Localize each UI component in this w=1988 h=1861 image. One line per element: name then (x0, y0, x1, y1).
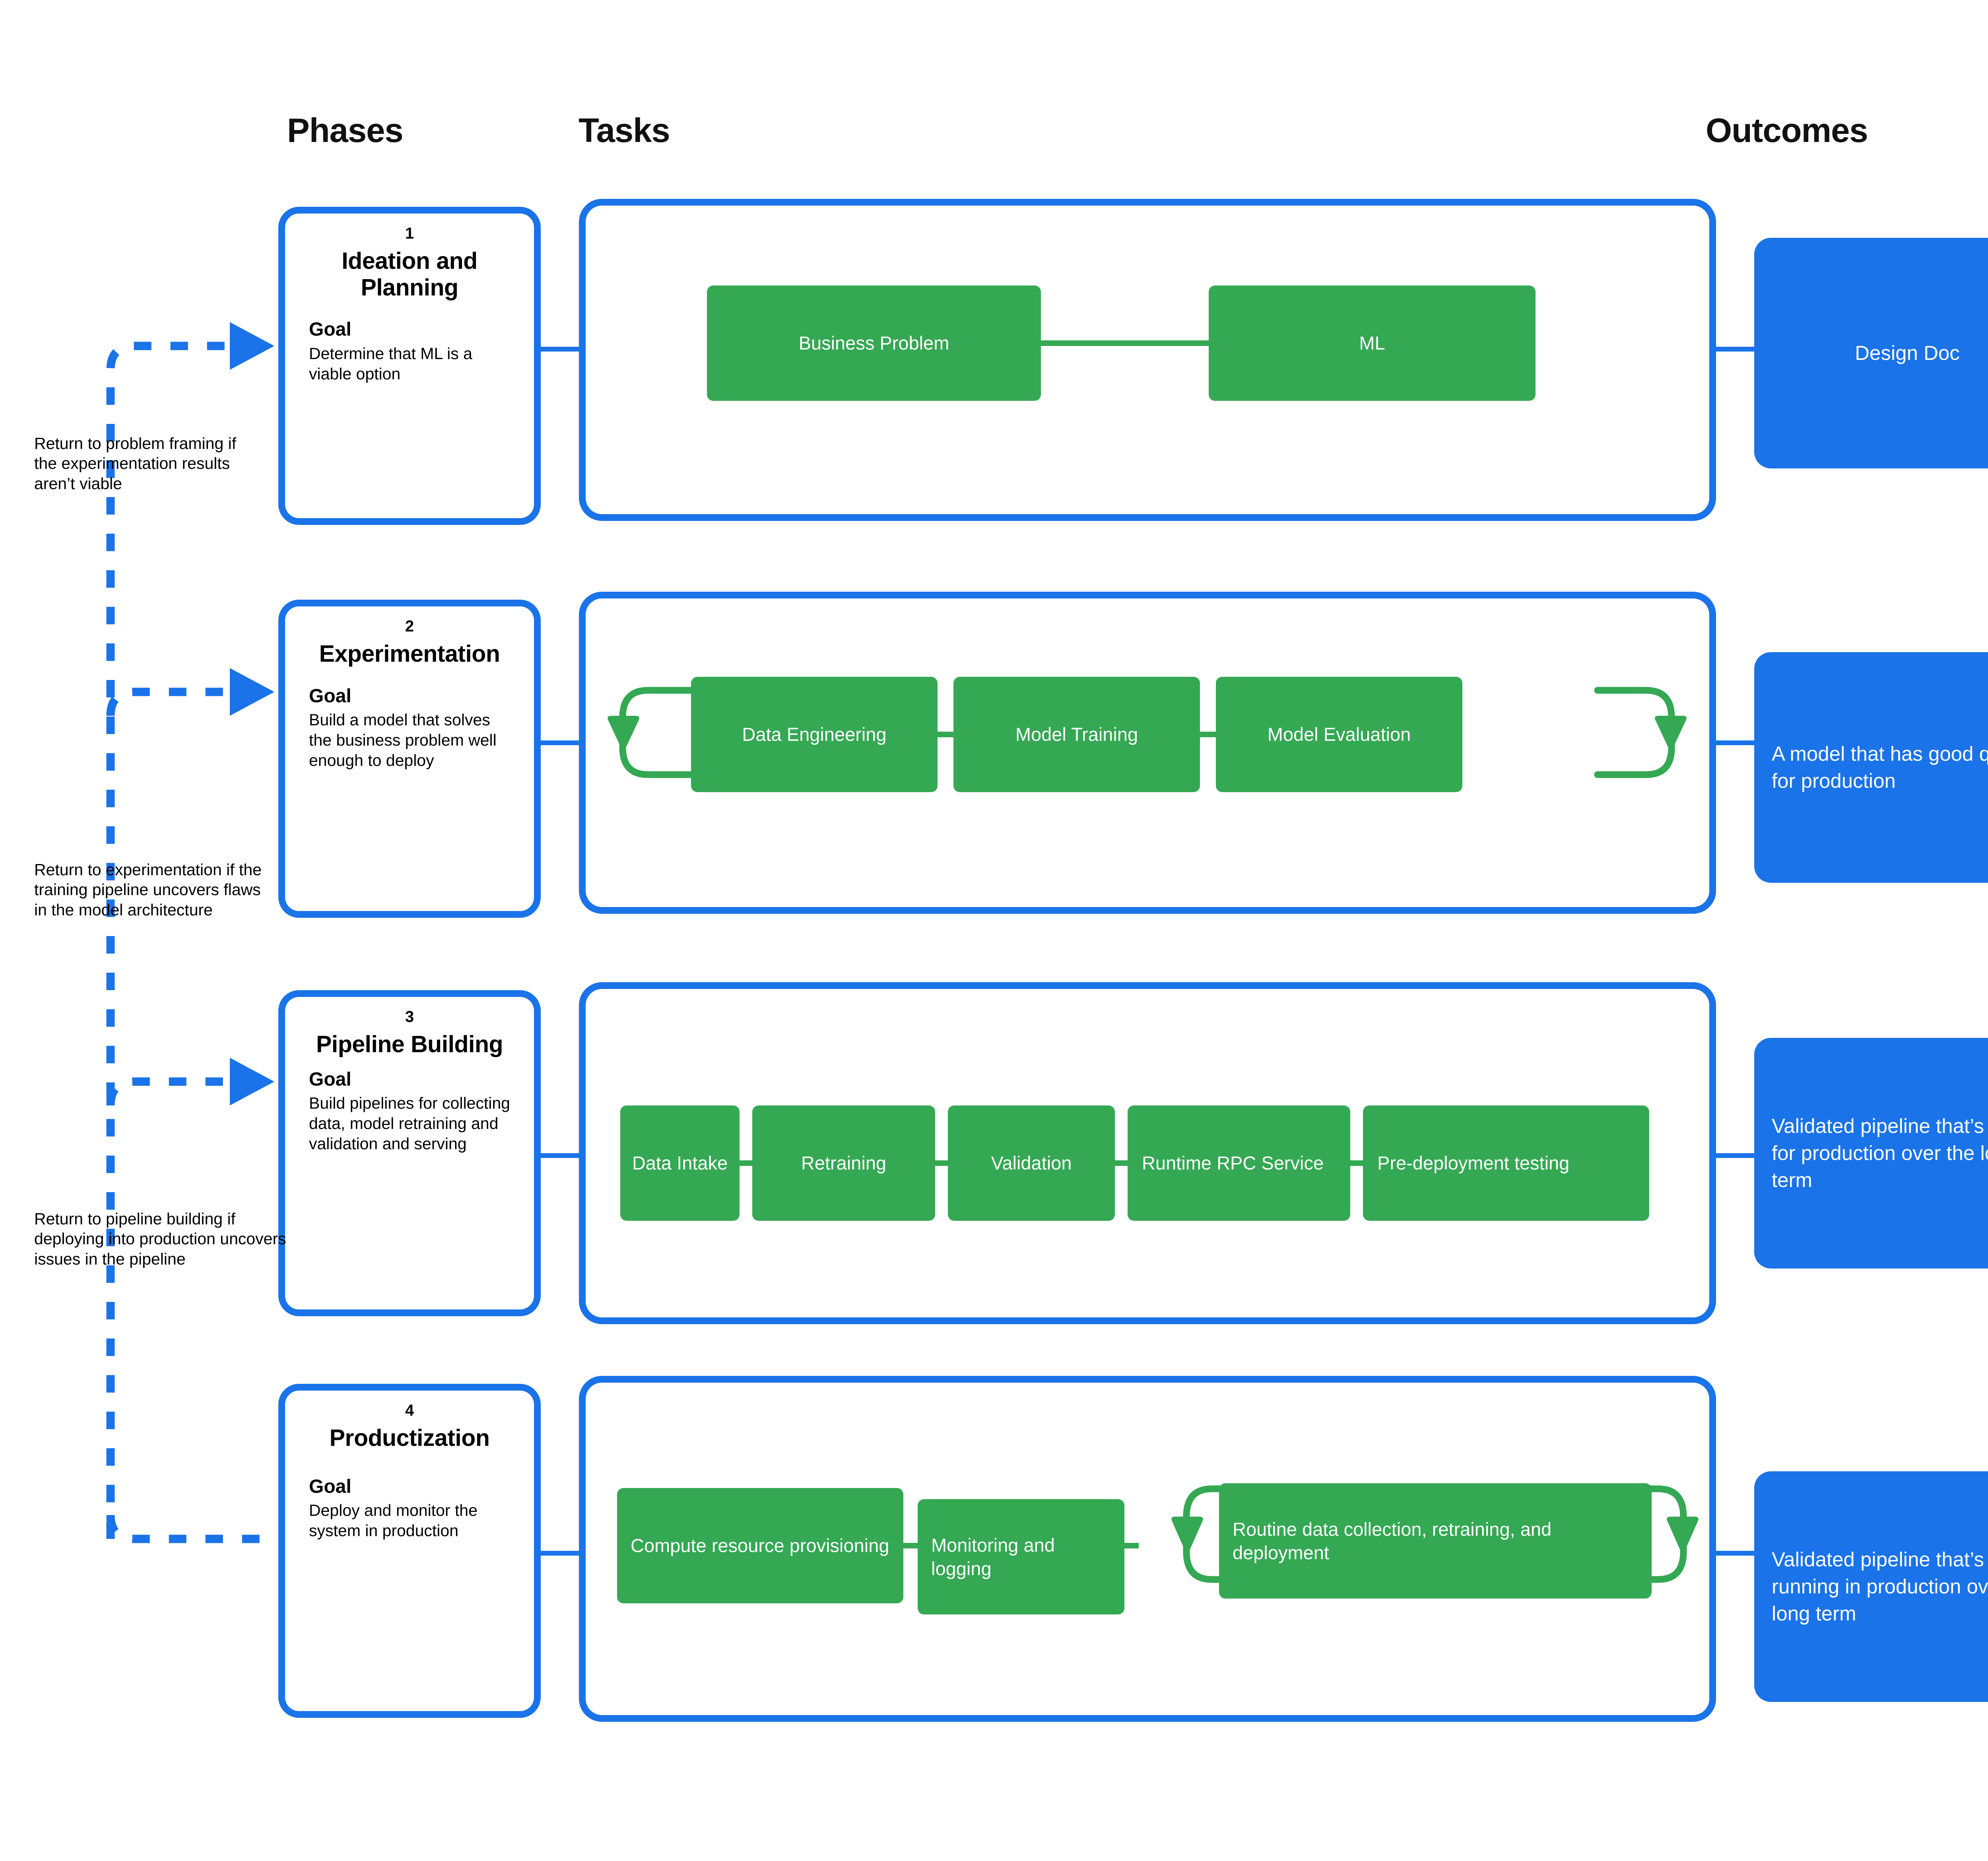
connector-phase3-tasks3 (541, 1153, 580, 1158)
connector-phase2-tasks2 (541, 740, 580, 745)
connector-intake-retraining (740, 1160, 752, 1166)
phase-card-4[interactable]: 4 Productization Goal Deploy and monitor… (278, 1384, 541, 1718)
feedback-arrows-left (106, 322, 278, 1543)
phase-card-3[interactable]: 3 Pipeline Building Goal Build pipelines… (278, 990, 541, 1316)
goal-label-2: Goal (309, 685, 351, 707)
task-box-runtime-rpc-service[interactable]: Runtime RPC Service (1128, 1105, 1350, 1221)
connector-tasks1-outcome1 (1716, 347, 1760, 352)
phase-title-1: Ideation and Planning (342, 248, 478, 301)
connector-phase1-tasks1 (541, 347, 580, 352)
phase-title-3: Pipeline Building (316, 1031, 503, 1057)
task-box-validation[interactable]: Validation (948, 1105, 1115, 1221)
task-box-compute-resource-provisioning[interactable]: Compute resource provisioning (617, 1488, 903, 1603)
connector-tasks3-outcome3 (1716, 1153, 1760, 1158)
column-header-phases: Phases (287, 112, 404, 150)
phase-number-3: 3 (405, 1008, 414, 1026)
loop-arrow-left-row4 (1171, 1485, 1264, 1583)
loop-arrow-left-row2 (608, 687, 700, 778)
outcome-box-4[interactable]: Validated pipeline that’s running in pro… (1754, 1471, 1988, 1702)
goal-text-2: Build a model that solves the business p… (309, 711, 497, 769)
connector-mt-me (1200, 732, 1216, 737)
connector-business-problem-ml (1041, 340, 1209, 346)
goal-label-4: Goal (309, 1476, 351, 1497)
connector-rpc-predeploy (1350, 1160, 1363, 1166)
task-box-monitoring-and-logging[interactable]: Monitoring and logging (918, 1499, 1124, 1614)
phase-number-1: 1 (405, 225, 414, 242)
phase-title-2: Experimentation (319, 641, 500, 667)
loop-arrow-right-row4 (1606, 1485, 1699, 1583)
goal-text-3: Build pipelines for collecting data, mod… (309, 1094, 510, 1153)
outcome-box-2[interactable]: A model that has good quality for produc… (1754, 652, 1988, 883)
connector-validation-rpc (1115, 1160, 1128, 1166)
feedback-note-left-3: Return to pipeline building if deploying… (34, 1210, 286, 1268)
goal-text-1: Determine that ML is a viable option (309, 344, 472, 383)
connector-compute-monitoring (903, 1543, 918, 1548)
connector-de-mt (938, 732, 953, 737)
phase-goal-block-2: Goal Build a model that solves the busin… (303, 685, 516, 771)
feedback-note-left-1: Return to problem framing if the experim… (34, 434, 237, 493)
connector-retraining-validation (935, 1160, 948, 1166)
task-box-pre-deployment-testing[interactable]: Pre-deployment testing (1363, 1105, 1649, 1221)
phase-card-1[interactable]: 1 Ideation and Planning Goal Determine t… (278, 207, 541, 525)
phase-goal-block-3: Goal Build pipelines for collecting data… (303, 1068, 516, 1154)
phase-card-2[interactable]: 2 Experimentation Goal Build a model tha… (278, 600, 541, 918)
task-box-model-training[interactable]: Model Training (953, 677, 1200, 792)
goal-text-4: Deploy and monitor the system in product… (309, 1501, 478, 1540)
goal-label-1: Goal (309, 319, 351, 340)
connector-phase4-tasks4 (541, 1551, 580, 1556)
feedback-note-left-2: Return to experimentation if the trainin… (34, 861, 262, 919)
task-box-data-intake[interactable]: Data Intake (620, 1105, 740, 1221)
task-box-data-engineering[interactable]: Data Engineering (691, 677, 938, 792)
goal-label-3: Goal (309, 1068, 351, 1090)
task-box-business-problem[interactable]: Business Problem (707, 286, 1041, 401)
column-header-outcomes: Outcomes (1706, 112, 1868, 150)
connector-monitoring-routine (1124, 1543, 1139, 1548)
phase-number-4: 4 (405, 1402, 414, 1419)
task-box-retraining[interactable]: Retraining (752, 1105, 935, 1221)
phase-title-4: Productization (329, 1425, 490, 1451)
connector-tasks2-outcome2 (1716, 740, 1760, 745)
task-box-model-evaluation[interactable]: Model Evaluation (1216, 677, 1462, 792)
outcome-box-1[interactable]: Design Doc (1754, 238, 1988, 468)
phase-number-2: 2 (405, 618, 414, 635)
column-header-tasks: Tasks (579, 112, 670, 150)
loop-arrow-right-row2 (1594, 687, 1687, 778)
task-box-routine-data-collection[interactable]: Routine data collection, retraining, and… (1219, 1483, 1652, 1599)
phase-goal-block-4: Goal Deploy and monitor the system in pr… (303, 1475, 516, 1541)
task-box-ml[interactable]: ML (1209, 286, 1536, 401)
outcome-box-3[interactable]: Validated pipeline that’s ready for prod… (1754, 1038, 1988, 1269)
connector-tasks4-outcome4 (1716, 1551, 1760, 1556)
phase-goal-block-1: Goal Determine that ML is a viable optio… (303, 318, 516, 384)
